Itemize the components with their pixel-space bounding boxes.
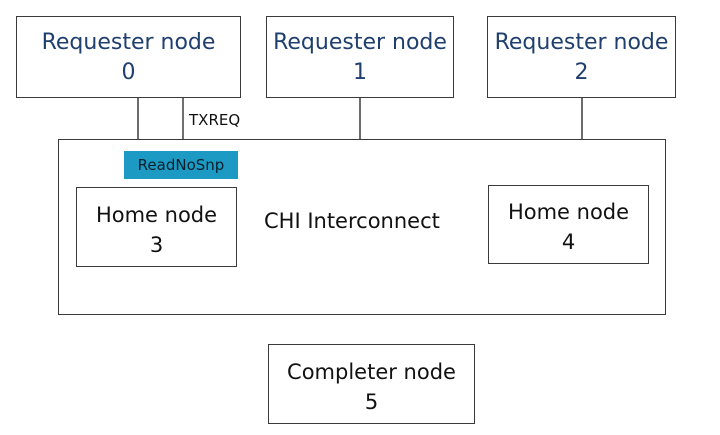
requester-node-1-id: 1 bbox=[353, 60, 367, 85]
requester-node-0-id: 0 bbox=[121, 60, 136, 85]
txreq-label: TXREQ bbox=[189, 111, 241, 129]
requester-node-2: Requester node 2 bbox=[487, 16, 676, 98]
home-node-4-id: 4 bbox=[561, 230, 576, 254]
home-node-3-id: 3 bbox=[149, 233, 164, 257]
home-node-4-name: Home node bbox=[507, 200, 630, 224]
completer-node-5-id: 5 bbox=[364, 390, 379, 414]
home-node-4: Home node 4 bbox=[488, 185, 649, 264]
home-node-3: Home node 3 bbox=[76, 187, 237, 267]
completer-node-5: Completer node 5 bbox=[268, 344, 475, 424]
home-node-3-name: Home node bbox=[95, 203, 218, 227]
requester-node-2-id: 2 bbox=[574, 60, 589, 85]
requester-node-0-name: Requester node bbox=[41, 30, 216, 55]
interconnect-label: CHI Interconnect bbox=[264, 209, 440, 233]
requester-node-2-name: Requester node bbox=[494, 30, 669, 55]
requester-node-1: Requester node 1 bbox=[266, 16, 454, 98]
readnosnp-message: ReadNoSnp bbox=[124, 151, 238, 179]
requester-node-0: Requester node 0 bbox=[16, 16, 241, 98]
completer-node-5-name: Completer node bbox=[287, 360, 456, 384]
requester-node-1-name: Requester node bbox=[273, 30, 447, 55]
